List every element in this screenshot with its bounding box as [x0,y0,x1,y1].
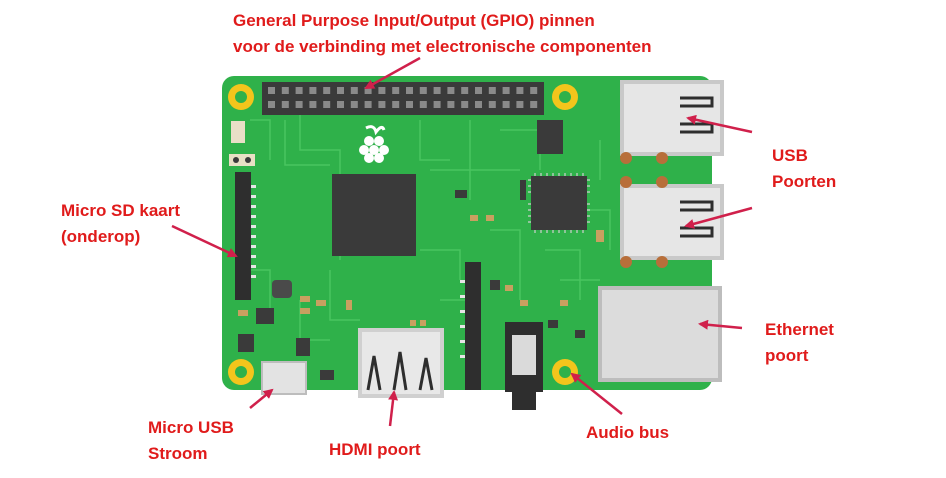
usb-port-bottom [620,184,724,260]
gpio-pin [295,101,303,108]
micro-usb-label-line2: Stroom [148,444,208,463]
gpio-pin [323,101,331,108]
pcb-board [222,76,712,390]
audio-label: Audio bus [586,423,670,442]
ethernet-port [598,286,722,382]
gpio-pin [268,101,275,108]
gpio-pin [461,87,469,94]
gpio-label-line2: voor de verbinding met electronische com… [233,37,652,56]
gpio-pin [502,87,510,94]
micro-sd-slot [235,172,251,300]
main-processor [332,174,416,256]
gpio-pin [488,87,496,94]
sd-slot-pins [251,185,256,278]
gpio-pin [406,101,413,108]
hdmi-port [358,328,444,398]
gpio-pin [530,101,538,108]
gpio-pin [475,101,482,108]
smd-components [238,180,604,380]
gpio-pin [433,101,441,108]
gpio-pin [295,87,303,94]
gpio-pin [323,87,331,94]
gpio-pin [281,87,289,94]
gpio-pin [309,87,317,94]
gpio-pins [268,87,538,108]
camera-connector-pins [460,280,465,358]
audio-arrow [570,372,623,415]
audio-jack [505,322,543,410]
display-connector [231,121,245,143]
usb-arrow-bottom [684,206,753,229]
gpio-pin [516,101,524,108]
gpio-pin [309,101,317,108]
gpio-pin [516,87,524,94]
gpio-label-line1: General Purpose Input/Output (GPIO) pinn… [233,11,595,30]
gpio-pin [337,101,344,108]
gpio-pin [419,101,427,108]
gpio-pin [392,87,400,94]
gpio-pin [268,87,275,94]
usb-lan-chip [531,176,587,230]
gpio-pin [488,101,496,108]
usb-arrow-top [686,114,753,134]
usb-lan-chip-pins [528,173,590,233]
micro-usb-label-line1: Micro USB [148,418,234,437]
gpio-pin [530,87,538,94]
gpio-header [262,82,544,115]
small-chip-top [537,120,563,154]
gpio-pin [406,87,413,94]
gpio-pin [433,87,441,94]
camera-connector [465,262,481,390]
gpio-pin [475,87,482,94]
gpio-pin [502,101,510,108]
gpio-pin [419,87,427,94]
usb-label-line1: USB [772,146,808,165]
gpio-pin [337,87,344,94]
gpio-pin [378,101,386,108]
gpio-pin [281,101,289,108]
ethernet-label-line1: Ethernet [765,320,834,339]
sd-label-line2: (onderop) [61,227,141,246]
gpio-arrow [364,56,421,90]
gpio-pin [447,101,455,108]
gpio-pin [447,87,455,94]
ethernet-arrow [698,319,743,330]
sd-arrow [171,224,238,258]
port-capacitors [620,152,668,268]
micro-usb-arrow [249,388,274,409]
gpio-pin [364,101,372,108]
pointer-arrows [171,56,753,427]
gpio-pin [350,87,358,94]
hdmi-arrow [388,390,399,427]
sd-label-line1: Micro SD kaart [61,201,181,220]
usb-port-top [620,80,724,156]
gpio-pin [392,101,400,108]
usb-label-line2: Poorten [772,172,837,191]
gpio-pin [461,101,469,108]
hdmi-label: HDMI poort [329,440,421,459]
raspberry-logo-icon [359,125,389,163]
gpio-pin [364,87,372,94]
led-pair [229,154,255,166]
ethernet-label-line2: poort [765,346,809,365]
micro-usb-port [261,361,307,395]
gpio-pin [350,101,358,108]
gpio-pin [378,87,386,94]
